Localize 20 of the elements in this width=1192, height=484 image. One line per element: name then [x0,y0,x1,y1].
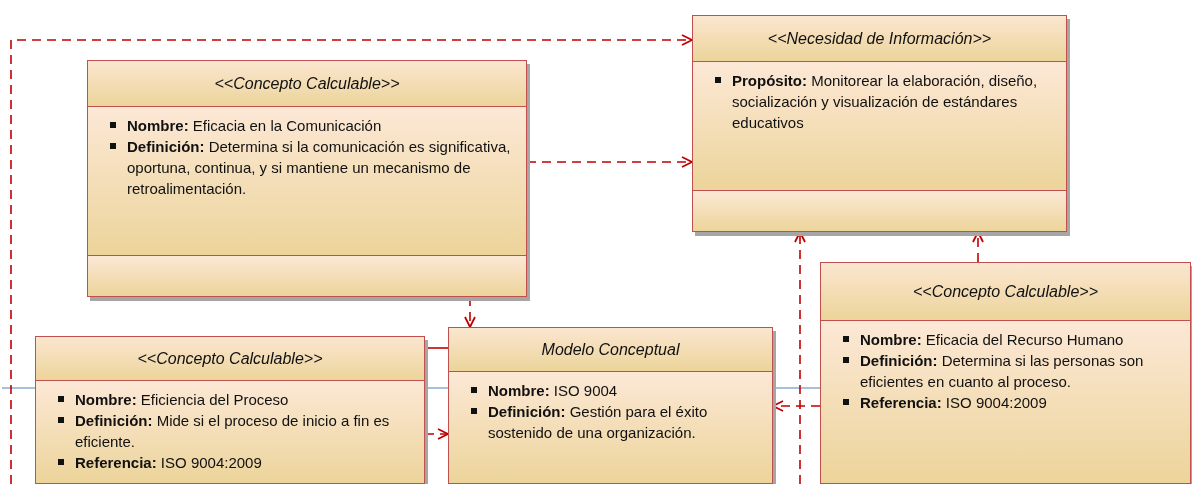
class-box [820,262,1191,484]
class-heading: <<Necesidad de Información>> [693,16,1066,62]
class-heading: <<Concepto Calculable>> [36,337,424,381]
class-heading: Modelo Conceptual [449,328,772,372]
bullet-item: Nombre: ISO 9004 [471,380,760,401]
class-heading: <<Concepto Calculable>> [88,61,526,107]
dashed-arrow [10,34,693,484]
bullet-item: Nombre: Eficacia en la Comunicación [110,115,514,136]
bullet-item: Propósito: Monitorear la elaboración, diseño, socialización y visualización de estándares educativos [715,70,1054,133]
bullet-item: Nombre: Eficiencia del Proceso [58,389,412,410]
bullet-item: Nombre: Eficacia del Recurso Humano [843,329,1178,350]
bullet-item: Referencia: ISO 9004:2009 [843,392,1178,413]
class-box [448,327,773,484]
bullet-item: Definición: Determina si la comunicación es significativa, oportuna, continua, y si mantiene un mecanismo de retroalimentación. [110,136,514,199]
bullet-item: Definición: Gestión para el éxito sostenido de una organización. [471,401,760,443]
bullet-item: Definición: Mide si el proceso de inicio a fin es eficiente. [58,410,412,452]
bullet-item: Referencia: ISO 9004:2009 [58,452,412,473]
bullet-item: Definición: Determina si las personas son eficientes en cuanto al proceso. [843,350,1178,392]
class-heading: <<Concepto Calculable>> [821,263,1190,321]
class-box [35,336,425,484]
